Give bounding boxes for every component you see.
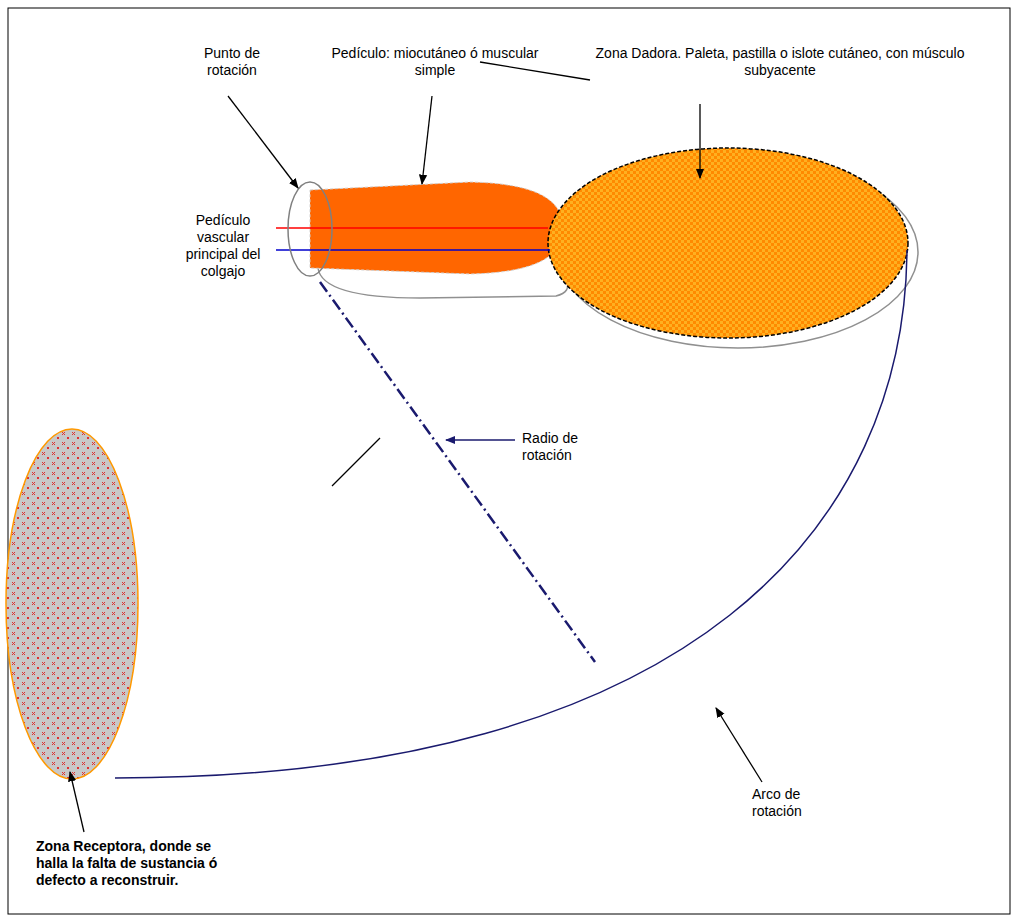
stray-line: [332, 438, 380, 486]
vascular-pedicle-label: Pedículo vascular principal del colgajo: [176, 212, 270, 280]
rotation-point-label: Punto de rotación: [190, 45, 274, 79]
frame: [8, 8, 1010, 914]
stray-line: [480, 62, 590, 80]
arc-label: Arco de rotación: [752, 786, 832, 820]
donor-zone-label: Zona Dadora. Paleta, pastilla o islote c…: [570, 45, 990, 79]
radius-label: Radio de rotación: [522, 430, 584, 464]
leader-line: [446, 439, 515, 440]
pedicle-label: Pedículo: miocutáneo ó muscular simple: [330, 45, 540, 79]
leader-line: [70, 772, 84, 832]
rotation-radius: [320, 282, 595, 662]
vein-line: [276, 249, 550, 251]
rotation-arc: [115, 250, 907, 778]
donor-zone: [548, 148, 908, 338]
leader-line: [422, 96, 432, 184]
recipient-zone: [6, 429, 138, 779]
recipient-zone-label: Zona Receptora, donde se halla la falta …: [36, 838, 226, 889]
artery-line: [276, 227, 548, 229]
leader-line: [716, 708, 762, 782]
rotation-point: [288, 182, 332, 276]
leader-line: [699, 104, 700, 178]
leader-line: [228, 96, 298, 188]
